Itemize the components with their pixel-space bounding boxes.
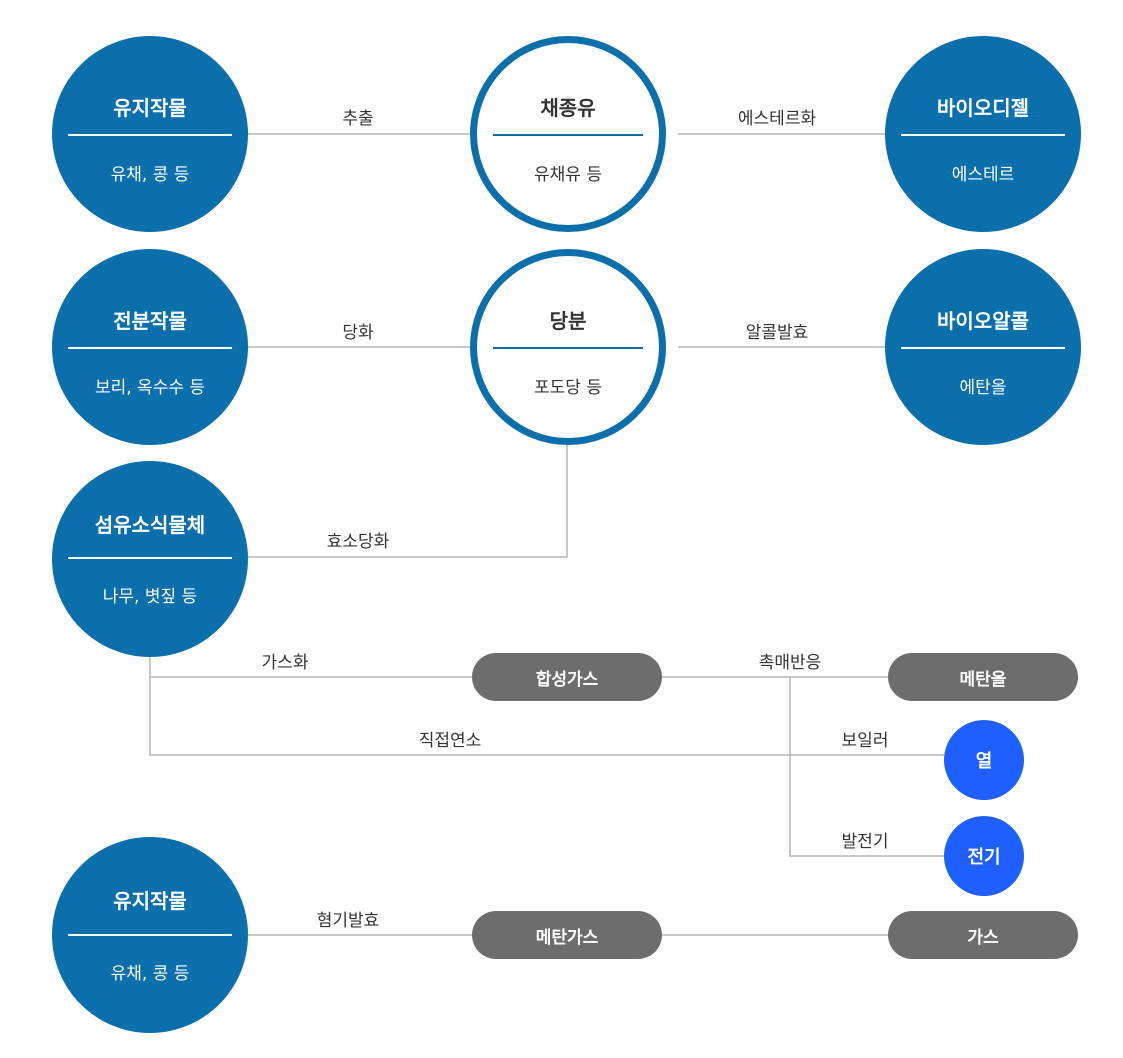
node-divider [901,347,1065,349]
node-divider [68,134,232,136]
node-title: 섬유소식물체 [94,513,206,537]
node-title: 당분 [549,309,587,333]
process-label-extraction: 추출 [342,109,374,129]
node-divider [68,557,232,559]
node-subtitle: 포도당 등 [534,378,602,398]
node-subtitle: 에스테르 [951,165,1015,185]
line-gasification [149,657,472,678]
line-power-gen [789,677,944,857]
node-bioalcohol: 바이오알콜 에탄올 [885,249,1081,445]
node-title: 전분작물 [113,309,187,333]
node-sugar: 당분 포도당 등 [470,249,666,445]
node-divider [68,347,232,349]
node-subtitle: 유채유 등 [534,165,602,185]
process-label-boiler: 보일러 [841,731,889,751]
dot-electricity: 전기 [944,816,1024,896]
node-biodiesel: 바이오디젤 에스테르 [885,36,1081,232]
node-rapeseed-oil: 채종유 유채유 등 [470,36,666,232]
process-label-esterification: 에스테르화 [737,109,817,129]
node-divider [68,934,232,936]
process-label-power-gen: 발전기 [841,832,889,852]
line-enzymatic [248,444,568,558]
node-divider [493,134,643,136]
node-starch-crops: 전분작물 보리, 옥수수 등 [52,249,248,445]
process-label-enzymatic: 효소당화 [326,532,390,552]
node-title: 유지작물 [113,96,187,120]
pill-methanol: 메탄올 [888,653,1078,701]
pill-syngas: 합성가스 [472,653,662,701]
node-divider [901,134,1065,136]
node-subtitle: 유채, 콩 등 [110,165,190,185]
process-label-catalytic: 촉매반응 [758,653,822,673]
node-oil-crops-anaerobic: 유지작물 유채, 콩 등 [52,837,248,1033]
node-title: 바이오디젤 [937,96,1029,120]
process-label-fermentation: 알콜발효 [745,323,809,343]
node-subtitle: 보리, 옥수수 등 [94,378,206,398]
node-subtitle: 나무, 볏짚 등 [102,587,198,607]
node-title: 바이오알콜 [937,309,1029,333]
node-cellulosic-plants: 섬유소식물체 나무, 볏짚 등 [52,461,248,657]
process-label-gasification: 가스화 [261,653,309,673]
process-label-direct-combustion: 직접연소 [418,731,482,751]
node-oil-crops: 유지작물 유채, 콩 등 [52,36,248,232]
dot-heat: 열 [944,720,1024,800]
node-subtitle: 에탄올 [959,378,1007,398]
pill-gas: 가스 [888,911,1078,959]
process-label-anaerobic: 혐기발효 [316,911,380,931]
node-title: 유지작물 [113,889,187,913]
node-divider [493,347,643,349]
node-subtitle: 유채, 콩 등 [110,964,190,984]
node-title: 채종유 [540,96,596,120]
pill-methane-gas: 메탄가스 [472,911,662,959]
line-direct-combustion [149,677,944,756]
process-label-saccharification: 당화 [342,323,374,343]
